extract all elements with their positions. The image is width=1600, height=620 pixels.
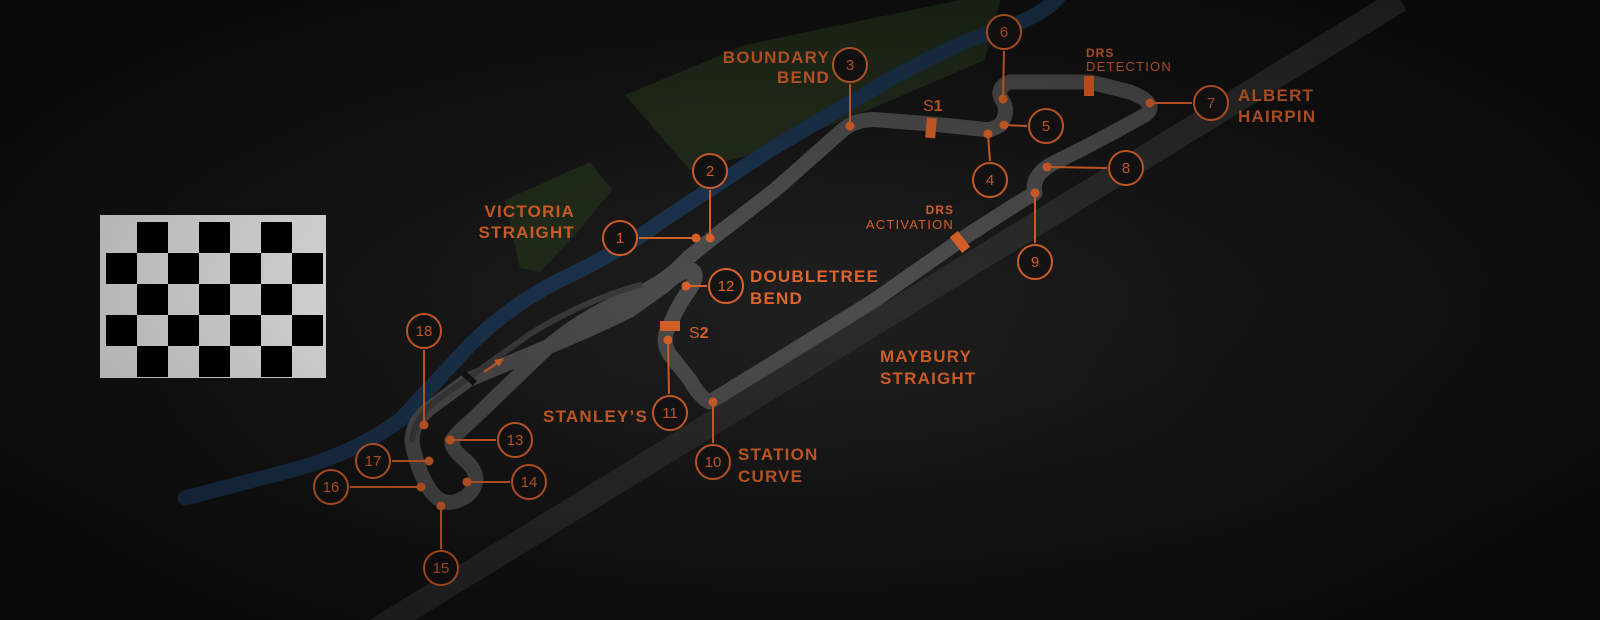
corner-leader-line [667, 339, 670, 395]
flag-square [137, 346, 168, 377]
corner-name-line: MAYBURY [880, 347, 972, 366]
corner-name-line: ALBERT [1238, 86, 1314, 105]
drs-activation-subtitle: ACTIVATION [866, 217, 954, 232]
flag-square [137, 222, 168, 253]
corner-dot [1042, 162, 1052, 172]
corner-number: 12 [718, 278, 735, 295]
corner-dot [462, 477, 472, 487]
sector-2-marker [660, 321, 680, 331]
checkered-flag-icon [100, 215, 326, 378]
flag-square [292, 253, 323, 284]
drs-activation-label: DRS ACTIVATION [866, 203, 954, 232]
corner-name-line: HAIRPIN [1238, 107, 1316, 126]
flag-square [230, 315, 261, 346]
corner-dot [708, 397, 718, 407]
flag-square [261, 284, 292, 315]
corner-dot [681, 281, 691, 291]
flag-square [168, 315, 199, 346]
drs-detection-label: DRS DETECTION [1086, 46, 1172, 74]
corner-number: 13 [507, 432, 524, 449]
sector-prefix: S [923, 98, 934, 115]
corner-dot [419, 420, 429, 430]
corner-name-line: STANLEY’S [543, 407, 648, 426]
corner-number: 8 [1122, 160, 1130, 177]
flag-square [168, 253, 199, 284]
corner-dot [1145, 98, 1155, 108]
sector-prefix: S [689, 325, 700, 342]
flag-square [261, 222, 292, 253]
sector-2-label: S2 [689, 325, 709, 342]
corner-number: 16 [323, 479, 340, 496]
corner-leader-line [1046, 166, 1108, 169]
flag-square [292, 315, 323, 346]
drs-detection-marker [1084, 76, 1094, 96]
corner-number: 7 [1207, 95, 1215, 112]
corner-dot [436, 501, 446, 511]
corner-dot [691, 233, 701, 243]
corner-dot [845, 121, 855, 131]
corner-number: 6 [1000, 24, 1008, 41]
corner-dot [998, 94, 1008, 104]
flag-square [106, 253, 137, 284]
drs-detection-title: DRS [1086, 46, 1114, 60]
sector-number: 1 [934, 98, 943, 115]
corner-6-marker: 6 [986, 14, 1022, 104]
corner-7-marker: 7 [1145, 85, 1229, 121]
corner-15-marker: 15 [423, 501, 459, 586]
flag-square [261, 346, 292, 377]
corner-dot [983, 129, 993, 139]
corner-dot [416, 482, 426, 492]
corner-number: 17 [365, 453, 382, 470]
corner-name-line: DOUBLETREE [750, 267, 879, 286]
corner-number: 3 [846, 57, 854, 74]
corner-number: 4 [986, 172, 994, 189]
corner-name-line: STATION [738, 445, 818, 464]
corner-number: 2 [706, 163, 714, 180]
flag-square [199, 284, 230, 315]
corner-number: 14 [521, 474, 538, 491]
corner-name-line: BEND [750, 289, 803, 308]
corner-dot [999, 120, 1009, 130]
corner-4-marker: 4 [972, 129, 1008, 198]
label-stanleys: STANLEY’S [543, 407, 648, 426]
corner-number: 5 [1042, 118, 1050, 135]
corner-number: 1 [616, 230, 624, 247]
flag-square [106, 315, 137, 346]
corner-dot [663, 335, 673, 345]
label-station-curve: STATION CURVE [738, 445, 818, 486]
corner-number: 10 [705, 454, 722, 471]
label-maybury-straight: MAYBURY STRAIGHT [880, 347, 976, 388]
corner-name-line: STRAIGHT [880, 369, 976, 388]
flag-square [199, 346, 230, 377]
sector-number: 2 [700, 325, 709, 342]
corner-dot [1030, 188, 1040, 198]
corner-number: 9 [1031, 254, 1039, 271]
corner-name-line: VICTORIA [484, 202, 575, 221]
corner-name-line: BEND [777, 68, 830, 87]
corner-leader-line [1002, 50, 1005, 100]
flag-square [230, 253, 261, 284]
corner-name-line: CURVE [738, 467, 803, 486]
sector-1-marker [925, 117, 937, 139]
corner-name-line: BOUNDARY [723, 48, 830, 67]
drs-detection-subtitle: DETECTION [1086, 59, 1172, 74]
corner-number: 15 [433, 560, 450, 577]
corner-number: 11 [662, 405, 678, 422]
flag-square [199, 222, 230, 253]
corner-dot [424, 456, 434, 466]
sector-1-label: S1 [923, 98, 943, 115]
flag-square [137, 284, 168, 315]
corner-name-line: STRAIGHT [479, 223, 575, 242]
drs-activation-title: DRS [926, 203, 954, 217]
corner-dot [445, 435, 455, 445]
corner-number: 18 [416, 323, 433, 340]
corner-dot [705, 233, 715, 243]
